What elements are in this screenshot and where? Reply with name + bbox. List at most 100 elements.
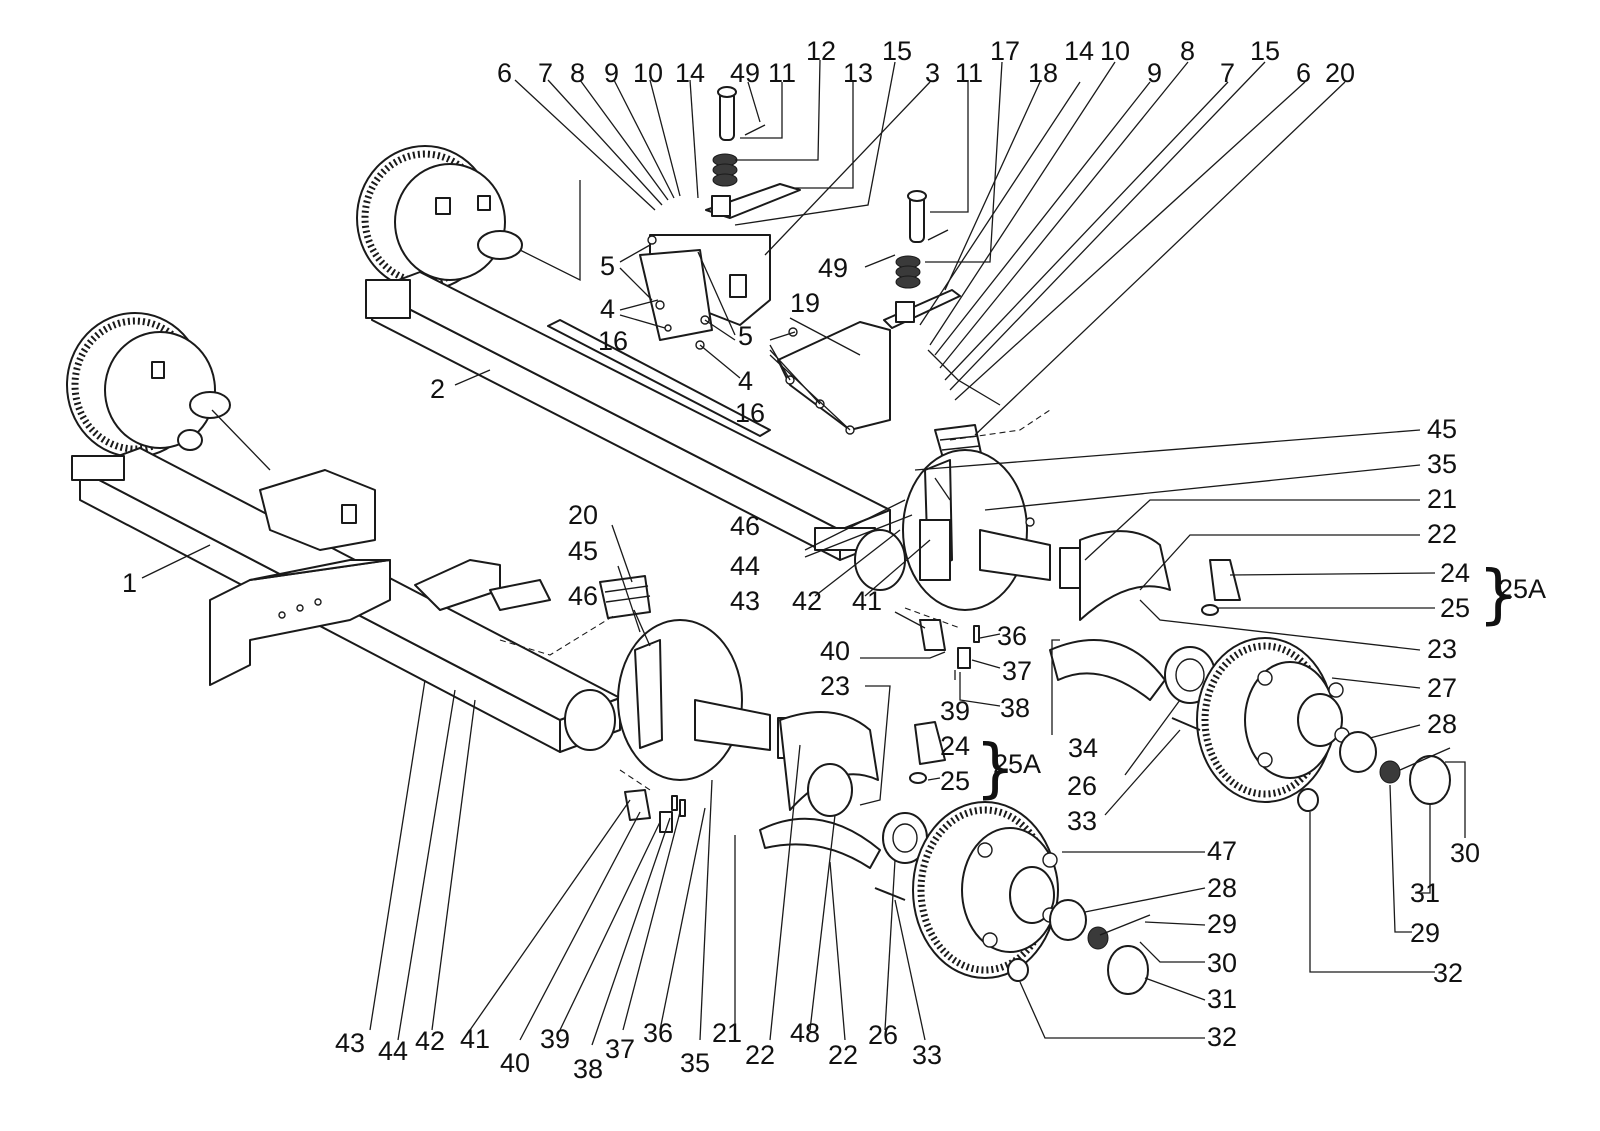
label-32: 32 (1207, 1022, 1237, 1052)
label-7: 7 (538, 58, 553, 88)
label-49: 49 (818, 253, 848, 283)
label-8: 8 (1180, 36, 1195, 66)
label-25: 25 (940, 766, 970, 796)
label-31: 31 (1207, 984, 1237, 1014)
label-9: 9 (1147, 58, 1162, 88)
label-26: 26 (868, 1020, 898, 1050)
label-6: 6 (1296, 58, 1311, 88)
label-23: 23 (1427, 634, 1457, 664)
label-31: 31 (1410, 878, 1440, 908)
label-33: 33 (912, 1040, 942, 1070)
label-30: 30 (1450, 838, 1480, 868)
label-11: 11 (768, 58, 796, 88)
label-18: 18 (1028, 58, 1058, 88)
label-28: 28 (1207, 873, 1237, 903)
label-47: 47 (1207, 836, 1237, 866)
label-21: 21 (712, 1018, 742, 1048)
right-brake-hub-group (854, 424, 1451, 812)
label-14: 14 (1064, 36, 1094, 66)
label-17: 17 (990, 36, 1020, 66)
label-25A: 25A (993, 749, 1041, 779)
label-35: 35 (680, 1048, 710, 1078)
label-33: 33 (1067, 806, 1097, 836)
label-1: 1 (122, 568, 137, 598)
label-37: 37 (605, 1034, 635, 1064)
label-49: 49 (730, 58, 760, 88)
label-41: 41 (460, 1024, 490, 1054)
label-22: 22 (828, 1040, 858, 1070)
label-20: 20 (1325, 58, 1355, 88)
left-brake-hub-group (564, 575, 1151, 995)
label-39: 39 (540, 1024, 570, 1054)
label-42: 42 (792, 586, 822, 616)
part-number-labels: 6 7 8 9 10 14 49 11 12 13 15 3 11 17 18 … (122, 36, 1546, 1084)
label-38: 38 (1000, 693, 1030, 723)
label-46: 46 (568, 581, 598, 611)
label-43: 43 (730, 586, 760, 616)
label-16: 16 (598, 326, 628, 356)
label-29: 29 (1207, 909, 1237, 939)
brace-25A: } (1478, 558, 1519, 632)
label-15: 15 (1250, 36, 1280, 66)
label-39: 39 (940, 696, 970, 726)
label-8: 8 (570, 58, 585, 88)
label-44: 44 (730, 551, 760, 581)
label-40: 40 (820, 636, 850, 666)
label-29: 29 (1410, 918, 1440, 948)
label-23: 23 (820, 671, 850, 701)
label-15: 15 (882, 36, 912, 66)
label-27: 27 (1427, 673, 1457, 703)
label-37: 37 (1002, 656, 1032, 686)
label-32: 32 (1433, 958, 1463, 988)
label-42: 42 (415, 1026, 445, 1056)
label-11: 11 (955, 58, 983, 88)
label-4: 4 (600, 294, 615, 324)
label-2: 2 (430, 374, 445, 404)
label-41: 41 (852, 586, 882, 616)
label-10: 10 (1100, 36, 1130, 66)
label-24: 24 (1440, 558, 1470, 588)
brace-25A: } (975, 732, 1016, 806)
label-38: 38 (573, 1054, 603, 1084)
label-22: 22 (745, 1040, 775, 1070)
label-28: 28 (1427, 709, 1457, 739)
label-36: 36 (643, 1018, 673, 1048)
label-14: 14 (675, 58, 705, 88)
label-20: 20 (568, 500, 598, 530)
label-4: 4 (738, 366, 753, 396)
label-44: 44 (378, 1036, 408, 1066)
label-48: 48 (790, 1018, 820, 1048)
label-5: 5 (600, 251, 615, 281)
label-13: 13 (843, 58, 873, 88)
label-12: 12 (806, 36, 836, 66)
label-21: 21 (1427, 484, 1457, 514)
label-43: 43 (335, 1028, 365, 1058)
label-30: 30 (1207, 948, 1237, 978)
right-lever-spring-group (777, 190, 1001, 435)
label-6: 6 (497, 58, 512, 88)
label-10: 10 (633, 58, 663, 88)
leader-lines (141, 59, 1466, 1046)
rear-axle-assembly (356, 145, 891, 561)
label-35: 35 (1427, 449, 1457, 479)
label-26: 26 (1067, 771, 1097, 801)
label-22: 22 (1427, 519, 1457, 549)
label-7: 7 (1220, 58, 1235, 88)
front-axle-assembly (66, 312, 621, 753)
label-16: 16 (735, 398, 765, 428)
label-9: 9 (604, 58, 619, 88)
cable-routing-lines (499, 409, 1051, 791)
label-40: 40 (500, 1048, 530, 1078)
label-46: 46 (730, 511, 760, 541)
label-3: 3 (925, 58, 940, 88)
label-25A: 25A (1498, 574, 1546, 604)
label-24: 24 (940, 731, 970, 761)
label-19: 19 (790, 288, 820, 318)
label-5: 5 (738, 321, 753, 351)
label-45: 45 (1427, 414, 1457, 444)
left-lever-spring-group (639, 86, 801, 350)
label-36: 36 (997, 621, 1027, 651)
label-45: 45 (568, 536, 598, 566)
label-34: 34 (1068, 733, 1098, 763)
